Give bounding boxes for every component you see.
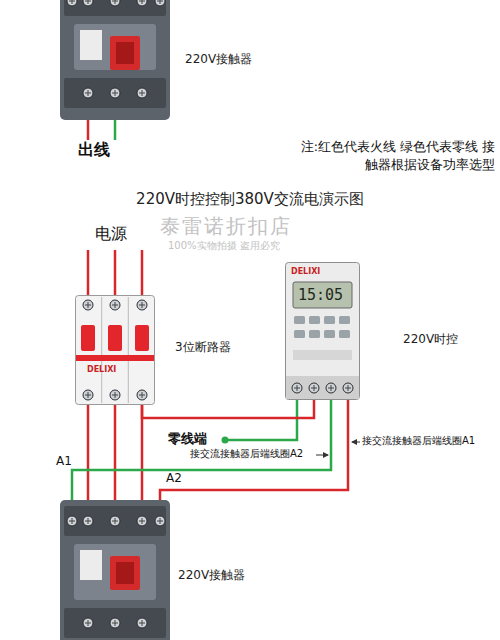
- annotation-label: A2: [166, 471, 182, 485]
- timer-drawing: [285, 262, 360, 400]
- supply-wire: [141, 250, 144, 296]
- device-label: 15:05: [298, 286, 343, 304]
- wire-connector: [160, 400, 348, 500]
- annotation-label: 出线: [78, 140, 110, 159]
- device-label: 220V接触器: [185, 52, 252, 66]
- device-label: 220V时控: [403, 332, 458, 346]
- contactor-drawing: [60, 0, 170, 120]
- diagram-title: 220V时控控制380V交流电演示图: [0, 190, 500, 208]
- leader-arrow: [352, 442, 360, 443]
- annotation-label: 接交流接触器后端线圈A1: [362, 435, 475, 447]
- neutral-dot: [222, 437, 229, 444]
- wire-connector: [72, 400, 331, 500]
- wire-connector: [87, 405, 90, 500]
- contactor-drawing: [60, 500, 170, 640]
- neutral-wire: [114, 118, 117, 140]
- device-label: DELIXI: [87, 365, 116, 375]
- device-label: DELIXI: [291, 267, 320, 277]
- device-label: 220V接触器: [178, 568, 245, 582]
- breaker-drawing: [75, 295, 155, 405]
- contactor: 220V接触器: [60, 0, 170, 120]
- wire-connector: [142, 400, 314, 418]
- leader-arrow: [316, 455, 328, 456]
- annotation-label: 注:红色代表火线 绿色代表零线 接触器根据设备功率选型: [298, 138, 495, 174]
- contactor: 220V接触器: [60, 500, 170, 640]
- neutral-wire: [225, 399, 297, 440]
- annotation-label: 电源: [95, 224, 127, 243]
- annotation-label: 零线端: [168, 431, 207, 447]
- circuit-breaker: DELIXI3位断路器: [75, 295, 155, 405]
- live-wire: [87, 118, 90, 140]
- annotation-label: 泰雷诺折扣店: [160, 214, 292, 238]
- supply-wire: [87, 250, 90, 296]
- annotation-label: A1: [56, 454, 72, 468]
- supply-wire: [114, 250, 117, 296]
- device-label: 3位断路器: [175, 340, 231, 354]
- annotation-label: 100%实物拍摄 盗用必究: [168, 240, 280, 252]
- wire-connector: [114, 405, 117, 500]
- time-switch: DELIXI15:05220V时控: [285, 262, 360, 400]
- annotation-label: 接交流接触器后端线圈A2: [190, 448, 303, 460]
